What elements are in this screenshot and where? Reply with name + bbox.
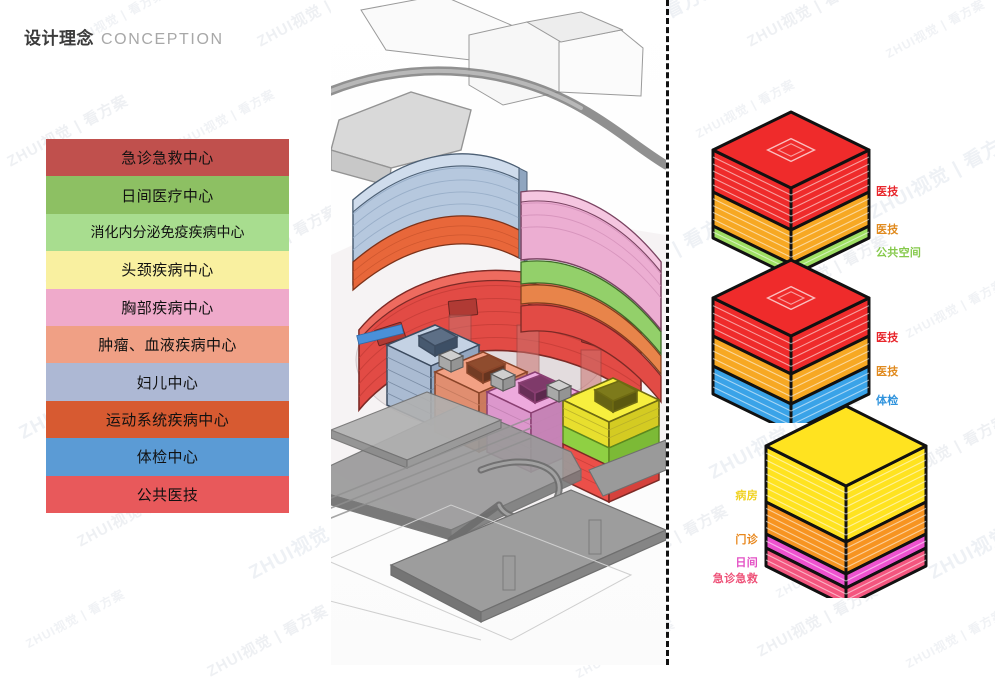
cube-layer-label: 医技 <box>876 186 899 198</box>
watermark: ZHUI视觉 | 看方案 <box>204 602 332 681</box>
legend-item-label: 头颈疾病中心 <box>121 262 214 280</box>
legend-item[interactable]: 肿瘤、血液疾病中心 <box>46 325 289 364</box>
legend-list: 急诊急救中心日间医疗中心消化内分泌免疫疾病中心头颈疾病中心胸部疾病中心肿瘤、血液… <box>46 139 289 513</box>
cube-layer-label: 门诊 <box>735 534 758 546</box>
legend-item-label: 胸部疾病中心 <box>121 299 214 317</box>
watermark: ZHUI视觉 | 看方案 <box>23 586 128 651</box>
legend-item-label: 消化内分泌免疫疾病中心 <box>90 224 245 241</box>
cube-layer-label: 病房 <box>735 490 758 502</box>
legend-item-label: 体检中心 <box>136 449 199 467</box>
legend-item-label: 日间医疗中心 <box>121 187 214 205</box>
cube-diagram-cube-medical-a: 医技医技公共空间 <box>686 110 986 270</box>
legend-item[interactable]: 头颈疾病中心 <box>46 251 289 289</box>
axonometric-model <box>331 0 666 665</box>
cube-layer-label: 公共空间 <box>876 247 922 259</box>
legend-item-label: 运动系统疾病中心 <box>105 411 230 429</box>
legend-item-label: 急诊急救中心 <box>121 150 214 168</box>
title-english: CONCEPTION <box>101 31 224 48</box>
page-title: 设计理念 CONCEPTION <box>24 24 224 49</box>
legend-item[interactable]: 急诊急救中心 <box>46 139 289 177</box>
legend-item[interactable]: 日间医疗中心 <box>46 176 289 214</box>
cube-diagram-cube-medical-b: 医技医技体检 <box>686 258 986 423</box>
cube-diagram-cube-clinical: 病房门诊日间急诊急救 <box>713 398 995 598</box>
legend-item-label: 肿瘤、血液疾病中心 <box>98 337 237 355</box>
legend-item[interactable]: 公共医技 <box>46 475 289 513</box>
legend-item[interactable]: 运动系统疾病中心 <box>46 400 289 439</box>
cube-layer-label: 医技 <box>876 332 899 344</box>
layer-diagrams: 医技医技公共空间医技医技体检病房门诊日间急诊急救 <box>666 0 995 665</box>
title-chinese: 设计理念 <box>24 29 94 48</box>
cube-layer-label: 医技 <box>876 366 899 378</box>
cube-layer-label: 医技 <box>876 224 899 236</box>
legend-item-label: 公共医技 <box>136 486 199 504</box>
legend-item[interactable]: 妇儿中心 <box>46 363 289 401</box>
legend-item[interactable]: 体检中心 <box>46 438 289 476</box>
legend-item[interactable]: 胸部疾病中心 <box>46 288 289 326</box>
legend-item-label: 妇儿中心 <box>136 374 199 392</box>
divider-right <box>666 0 669 665</box>
cube-layer-label: 急诊急救 <box>712 573 758 585</box>
cube-layer-label: 体检 <box>876 395 899 407</box>
legend-item[interactable]: 消化内分泌免疫疾病中心 <box>46 213 289 252</box>
cube-layer-label: 日间 <box>735 557 758 569</box>
